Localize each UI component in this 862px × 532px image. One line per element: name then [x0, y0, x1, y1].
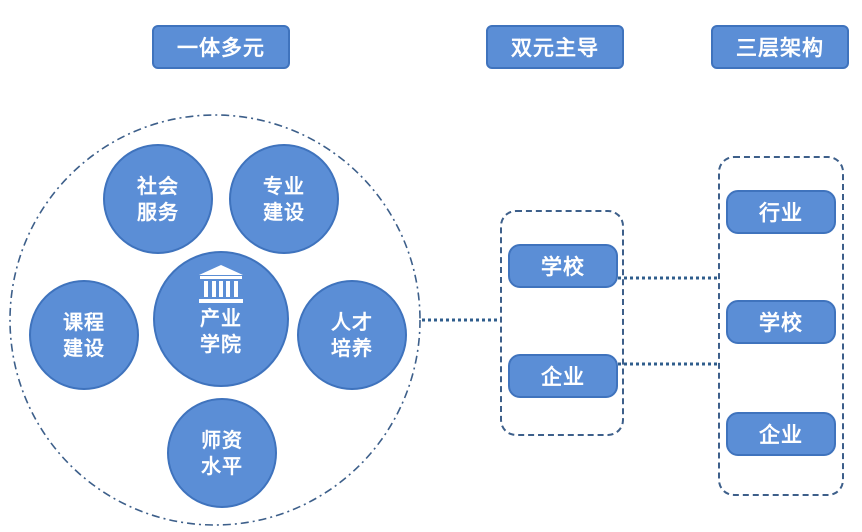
outer-group-circle — [9, 114, 421, 526]
node-major-construction: 专业 建设 — [229, 144, 339, 254]
institution-building-icon — [199, 265, 243, 303]
layer-school: 学校 — [726, 300, 836, 344]
node-talent-cultivation-line1: 人才 — [331, 310, 373, 334]
node-major-construction-line1: 专业 — [263, 174, 305, 198]
node-social-service-line2: 服务 — [137, 200, 179, 224]
layer-industry: 行业 — [726, 190, 836, 234]
node-course-construction-line2: 建设 — [63, 336, 105, 360]
header-yiti-duoyuan: 一体多元 — [152, 25, 290, 69]
node-social-service: 社会 服务 — [103, 144, 213, 254]
node-industry-college-line2: 学院 — [200, 332, 242, 356]
node-industry-college-line1: 产业 — [200, 306, 242, 330]
dual-group-box — [500, 210, 624, 436]
node-industry-college: 产业 学院 — [153, 251, 289, 387]
node-faculty-level: 师资 水平 — [167, 398, 277, 508]
node-talent-cultivation-line2: 培养 — [331, 336, 373, 360]
dual-enterprise: 企业 — [508, 354, 618, 398]
header-sanceng-jiagou: 三层架构 — [711, 25, 849, 69]
node-course-construction: 课程 建设 — [29, 280, 139, 390]
layer-enterprise: 企业 — [726, 412, 836, 456]
dual-school: 学校 — [508, 244, 618, 288]
node-course-construction-line1: 课程 — [63, 310, 105, 334]
node-faculty-level-line1: 师资 — [201, 428, 243, 452]
node-social-service-line1: 社会 — [137, 174, 179, 198]
node-major-construction-line2: 建设 — [263, 200, 305, 224]
node-faculty-level-line2: 水平 — [201, 454, 243, 478]
header-shuangyuan-zhudao: 双元主导 — [486, 25, 624, 69]
layer-group-box — [718, 156, 844, 496]
node-talent-cultivation: 人才 培养 — [297, 280, 407, 390]
